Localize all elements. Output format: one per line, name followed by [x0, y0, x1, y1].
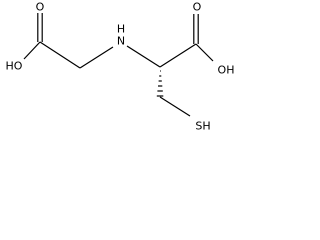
bond-c1-ch2 — [39, 41, 81, 69]
atom-n-hydrogen: H — [117, 23, 125, 36]
bond-c1-oh — [23, 41, 41, 60]
atom-o-top-left: O — [36, 1, 45, 14]
bond-calpha-c2 — [159, 43, 197, 68]
atom-oh-right: OH — [218, 64, 235, 77]
chemical-structure-diagram: O HO H N O OH SH — [6, 1, 235, 133]
atom-o-top-right: O — [193, 1, 202, 14]
bond-ch2-s — [159, 96, 191, 117]
atom-ho-left: HO — [6, 60, 23, 73]
bond-c2-oh — [195, 43, 214, 62]
bond-ch2-n — [79, 46, 114, 69]
atom-sh: SH — [195, 120, 210, 133]
atom-n: N — [117, 35, 125, 48]
bond-n-calpha — [126, 45, 161, 68]
hashed-wedge-bond — [156, 70, 164, 97]
